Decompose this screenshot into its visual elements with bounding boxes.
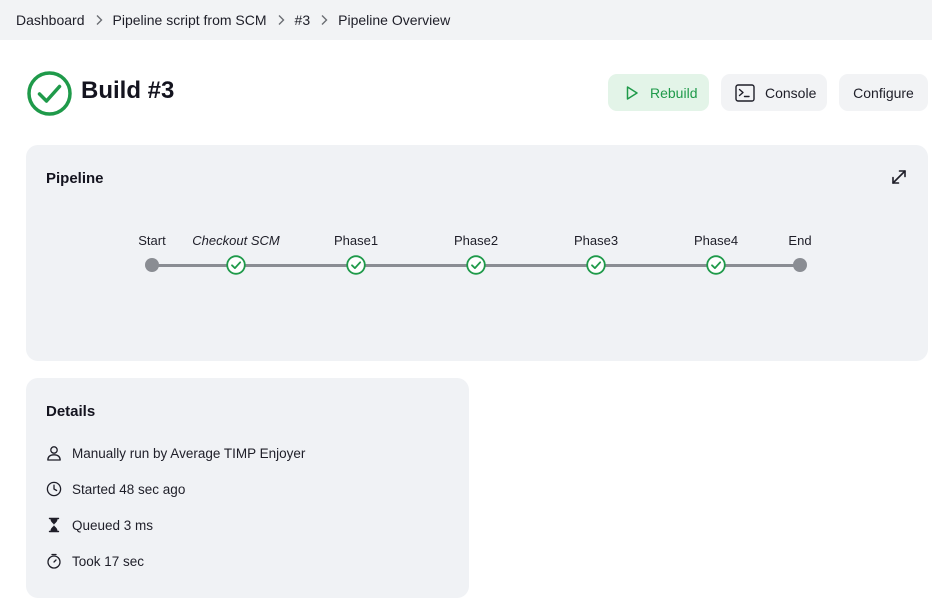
stage-label: End (788, 233, 812, 248)
detail-started-by: Manually run by Average TIMP Enjoyer (46, 443, 305, 463)
pipeline-card: Pipeline Start Checkout SCM Phase1 Phase… (26, 145, 928, 361)
detail-started: Started 48 sec ago (46, 479, 185, 499)
console-button[interactable]: Console (721, 74, 827, 111)
chevron-right-icon (310, 14, 338, 26)
rebuild-button[interactable]: Rebuild (608, 74, 709, 111)
stage-label[interactable]: Checkout SCM (192, 233, 280, 248)
clock-icon (46, 481, 62, 497)
success-check-icon (27, 71, 72, 116)
detail-took: Took 17 sec (46, 551, 144, 571)
stage-success-icon[interactable] (706, 255, 726, 275)
detail-text: Started 48 sec ago (72, 481, 186, 497)
breadcrumb-pipeline-overview[interactable]: Pipeline Overview (338, 12, 451, 28)
detail-text: Manually run by Average TIMP Enjoyer (72, 445, 306, 461)
detail-text: Queued 3 ms (72, 517, 154, 533)
play-icon (626, 85, 638, 100)
breadcrumb-dashboard[interactable]: Dashboard (16, 12, 85, 28)
end-node (793, 258, 807, 272)
stage-success-icon[interactable] (346, 255, 366, 275)
stage-label[interactable]: Phase2 (453, 233, 499, 248)
details-title: Details (46, 403, 96, 420)
configure-button[interactable]: Configure (839, 74, 928, 111)
stage-success-icon[interactable] (586, 255, 606, 275)
hourglass-icon (48, 517, 60, 533)
stage-success-icon[interactable] (226, 255, 246, 275)
user-icon (47, 446, 61, 461)
page-title: Build #3 (81, 77, 175, 104)
stage-label[interactable]: Phase4 (693, 233, 739, 248)
start-node (145, 258, 159, 272)
configure-label: Configure (853, 84, 914, 101)
chevron-right-icon (267, 14, 295, 26)
timer-icon (47, 553, 61, 569)
console-label: Console (765, 84, 817, 101)
breadcrumb: Dashboard Pipeline script from SCM #3 Pi… (0, 0, 932, 40)
terminal-icon (735, 83, 755, 102)
detail-text: Took 17 sec (72, 553, 145, 569)
breadcrumb-build[interactable]: #3 (294, 12, 311, 28)
stage-label: Start (138, 233, 166, 248)
breadcrumb-job[interactable]: Pipeline script from SCM (112, 12, 267, 28)
stage-label[interactable]: Phase3 (573, 233, 619, 248)
rebuild-label: Rebuild (650, 84, 698, 101)
stage-label[interactable]: Phase1 (333, 233, 379, 248)
detail-queued: Queued 3 ms (46, 515, 153, 535)
details-card: Details Manually run by Average TIMP Enj… (26, 378, 469, 598)
expand-icon[interactable] (890, 168, 908, 186)
chevron-right-icon (85, 14, 113, 26)
stage-success-icon[interactable] (466, 255, 486, 275)
pipeline-title: Pipeline (46, 170, 104, 187)
